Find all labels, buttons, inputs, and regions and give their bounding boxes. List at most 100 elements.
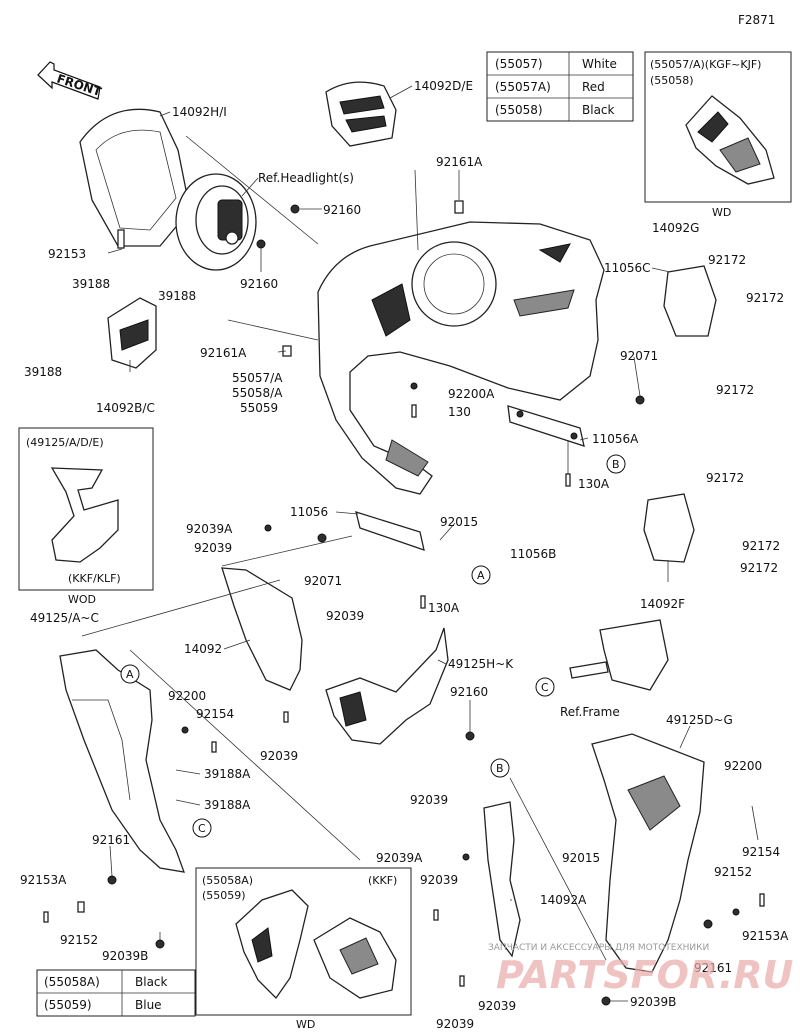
inner-panel-14092 xyxy=(221,567,303,691)
part-label: 49125/A~C xyxy=(30,611,99,625)
inset-variant: (55057/A)(KGF~KJF) xyxy=(650,58,761,71)
part-label: 55058/A xyxy=(232,386,283,400)
color-name: Blue xyxy=(135,998,162,1012)
part-label: 92152 xyxy=(714,865,752,879)
part-label: 39188 xyxy=(72,277,110,291)
part-label: 92153A xyxy=(742,929,789,943)
part-label: 39188 xyxy=(24,365,62,379)
part-label: Ref.Headlight(s) xyxy=(258,171,354,185)
part-label: 49125H~K xyxy=(448,657,514,671)
part-label: 92172 xyxy=(746,291,784,305)
part-label: 92039B xyxy=(630,995,676,1009)
part-label: 39188A xyxy=(204,798,251,812)
part-label: 39188 xyxy=(158,289,196,303)
ref-frame-bracket xyxy=(569,619,669,691)
part-label: 92039 xyxy=(478,999,516,1013)
part-label: 92039A xyxy=(186,522,233,536)
callout-B-marker: B B xyxy=(490,454,626,778)
part-label: 92172 xyxy=(716,383,754,397)
part-label: 55059 xyxy=(240,401,278,415)
part-label: 92172 xyxy=(742,539,780,553)
color-code: (55058A) xyxy=(44,975,100,989)
part-label: 92153 xyxy=(48,247,86,261)
part-label: 55057/A xyxy=(232,371,283,385)
part-label: 92039A xyxy=(376,851,423,865)
part-label: 92161A xyxy=(436,155,483,169)
part-label: 92015 xyxy=(562,851,600,865)
svg-text:A: A xyxy=(126,668,134,681)
part-label: 92172 xyxy=(708,253,746,267)
inset-caption: WD xyxy=(712,206,731,219)
part-label: 14092B/C xyxy=(96,401,155,415)
bracket-11056 xyxy=(355,511,425,551)
part-label: 92160 xyxy=(323,203,361,217)
part-label: 92160 xyxy=(450,685,488,699)
front-arrow-icon: FRONT xyxy=(37,61,104,100)
color-code: (55057) xyxy=(495,57,543,71)
figure-code: F2871 xyxy=(738,13,775,27)
part-label: 14092F xyxy=(640,597,685,611)
side-fairing-right xyxy=(591,733,705,973)
part-label: 92039 xyxy=(260,749,298,763)
color-name: Red xyxy=(582,80,605,94)
svg-text:C: C xyxy=(541,681,549,694)
svg-text:B: B xyxy=(612,458,620,471)
svg-text:C: C xyxy=(198,822,206,835)
part-label: 14092D/E xyxy=(414,79,473,93)
svg-text:A: A xyxy=(477,569,485,582)
cover-14092F xyxy=(643,493,695,563)
part-label: 11056C xyxy=(604,261,651,275)
inset-left: (49125/A/D/E) (KKF/KLF) WOD xyxy=(18,427,154,606)
part-label: 92161 xyxy=(694,961,732,975)
lower-cowl-49125HK xyxy=(325,627,449,745)
part-label: 92039 xyxy=(410,793,448,807)
front-label: FRONT xyxy=(55,72,104,100)
part-label: 92172 xyxy=(740,561,778,575)
inset-variant: (49125/A/D/E) xyxy=(26,436,104,449)
watermark-tagline: ЗАПЧАСТИ И АКСЕССУАРЫ ДЛЯ МОТОТЕХНИКИ xyxy=(488,943,709,953)
inset-caption: WD xyxy=(296,1018,315,1031)
part-label: 92152 xyxy=(60,933,98,947)
part-label: 49125D~G xyxy=(666,713,733,727)
part-label: 11056A xyxy=(592,432,639,446)
part-label: 92039B xyxy=(102,949,148,963)
leader-lines xyxy=(81,85,759,1002)
part-label: 14092G xyxy=(652,221,699,235)
inner-cover-14092HI xyxy=(79,108,191,247)
inset-variant: (55058A) xyxy=(202,874,253,887)
inset-caption: WOD xyxy=(68,593,96,606)
color-table-top: (55057) White (55057A) Red (55058) Black xyxy=(486,51,634,122)
part-label: 92200A xyxy=(448,387,495,401)
part-label: 92039 xyxy=(420,873,458,887)
part-label: 92015 xyxy=(440,515,478,529)
color-code: (55059) xyxy=(44,998,92,1012)
part-label: 130A xyxy=(428,601,460,615)
watermark: ЗАПЧАСТИ И АКСЕССУАРЫ ДЛЯ МОТОТЕХНИКИ PA… xyxy=(488,943,794,997)
part-label: 92200 xyxy=(724,759,762,773)
part-label: 92039 xyxy=(194,541,232,555)
part-label: 92154 xyxy=(742,845,780,859)
headlight-unit xyxy=(175,173,257,271)
part-label: Ref.Frame xyxy=(560,705,620,719)
meter-cover-14092DE xyxy=(325,81,397,147)
part-label: 92039 xyxy=(326,609,364,623)
part-label: 92172 xyxy=(706,471,744,485)
bracket-11056A xyxy=(507,405,585,447)
part-label: 92161A xyxy=(200,346,247,360)
color-table-bottom: (55058A) Black (55059) Blue xyxy=(36,969,196,1017)
color-name: Black xyxy=(135,975,168,989)
part-label: 92071 xyxy=(304,574,342,588)
inset-variant: (55058) xyxy=(650,74,694,87)
part-label: 11056B xyxy=(510,547,556,561)
color-name: Black xyxy=(582,103,615,117)
svg-text:B: B xyxy=(496,762,504,775)
part-label: 92071 xyxy=(620,349,658,363)
cover-14092G xyxy=(663,265,717,337)
watermark-logo: PARTSFOR.RU xyxy=(496,953,794,997)
part-label: 39188A xyxy=(204,767,251,781)
fastener-set xyxy=(43,200,765,1006)
color-name: White xyxy=(582,57,617,71)
part-label: 11056 xyxy=(290,505,328,519)
inset-tag: (KKF) xyxy=(368,874,397,887)
